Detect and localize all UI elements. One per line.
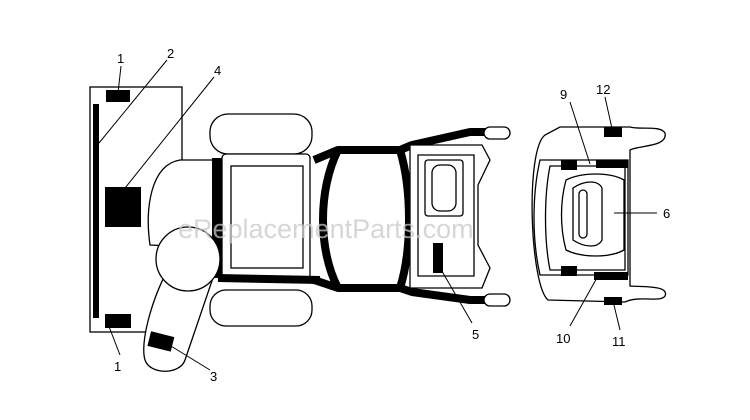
wheel-top (209, 113, 313, 155)
discharge-chute (143, 226, 221, 372)
callout-12: 12 (596, 82, 610, 97)
callout-11: 11 (612, 334, 626, 349)
watermark: eReplacementParts.com (178, 214, 474, 244)
callout-10: 10 (556, 331, 570, 346)
callouts: 1 2 4 1 3 5 9 12 6 10 11 (114, 46, 670, 384)
callout-5: 5 (472, 327, 479, 342)
decal-3 (147, 331, 175, 352)
decal-2-strip (93, 104, 99, 318)
callout-1-top: 1 (117, 51, 124, 66)
callout-3: 3 (210, 369, 217, 384)
callout-6: 6 (663, 206, 670, 221)
decal-9 (596, 160, 628, 168)
decal-1-bottom (105, 314, 131, 328)
decal-10 (594, 272, 628, 280)
callout-4: 4 (214, 63, 221, 78)
callout-9: 9 (560, 87, 567, 102)
decal-5 (433, 243, 443, 273)
main-body (217, 153, 321, 284)
callout-2: 2 (167, 46, 174, 61)
control-panel (409, 144, 491, 289)
decal-1-top (106, 90, 130, 102)
callout-1-bottom: 1 (114, 359, 121, 374)
right-unit (531, 126, 666, 305)
wheel-bottom (209, 289, 313, 327)
leader-lines (98, 59, 657, 371)
decal-4 (105, 187, 141, 227)
handle-frame (312, 126, 511, 307)
